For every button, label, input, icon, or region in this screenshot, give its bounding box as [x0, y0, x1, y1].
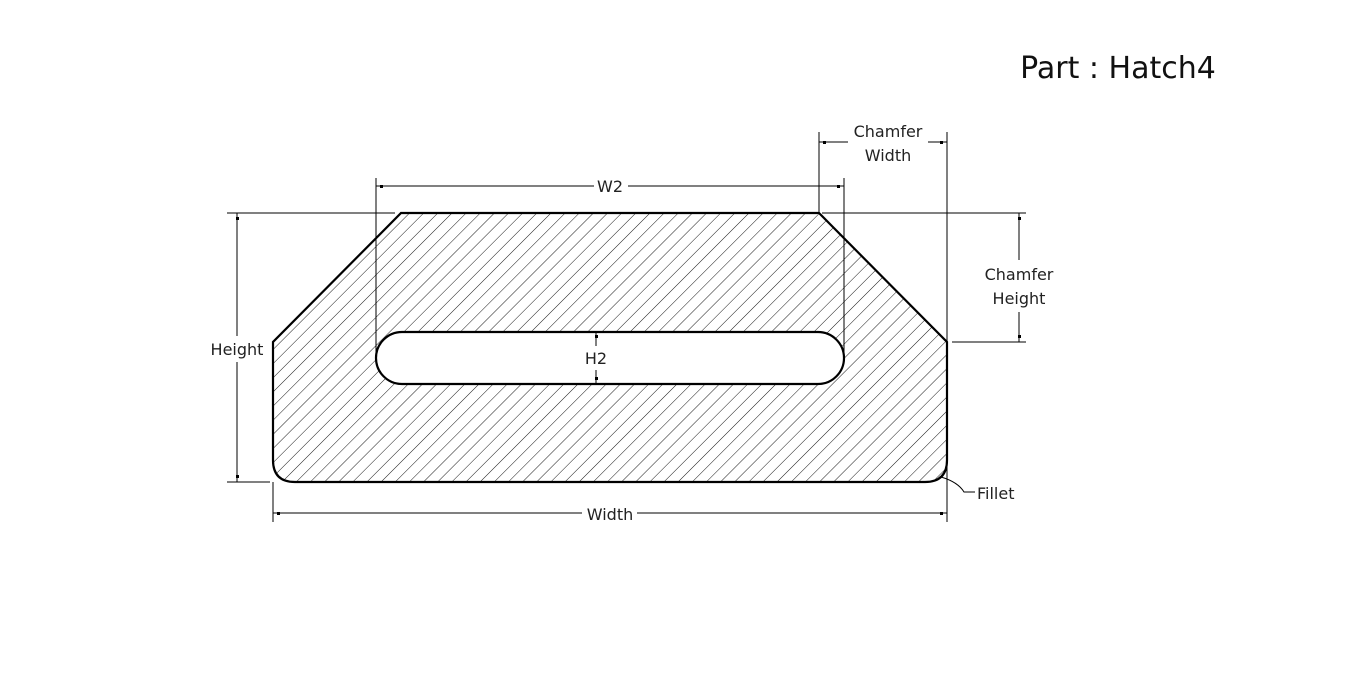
h2-label: H2 — [585, 349, 607, 368]
h2-dimension — [595, 332, 598, 384]
height-dimension — [227, 212, 395, 483]
fillet-label: Fillet — [977, 484, 1015, 503]
chamfer-width-label-1: Chamfer — [854, 122, 923, 141]
chamfer-height-label-1: Chamfer — [985, 265, 1054, 284]
height-label: Height — [211, 340, 264, 359]
chamfer-height-dimension — [822, 212, 1026, 343]
width-label: Width — [587, 505, 633, 524]
slot — [374, 330, 846, 386]
w2-label: W2 — [597, 177, 623, 196]
width-dimension — [272, 482, 947, 522]
part-title: Part : Hatch4 — [1020, 51, 1216, 86]
chamfer-height-label-2: Height — [993, 289, 1046, 308]
w2-dimension — [375, 178, 845, 358]
chamfer-width-label-2: Width — [865, 146, 911, 165]
chamfer-width-dimension — [818, 132, 948, 522]
fillet-leader — [940, 476, 975, 493]
